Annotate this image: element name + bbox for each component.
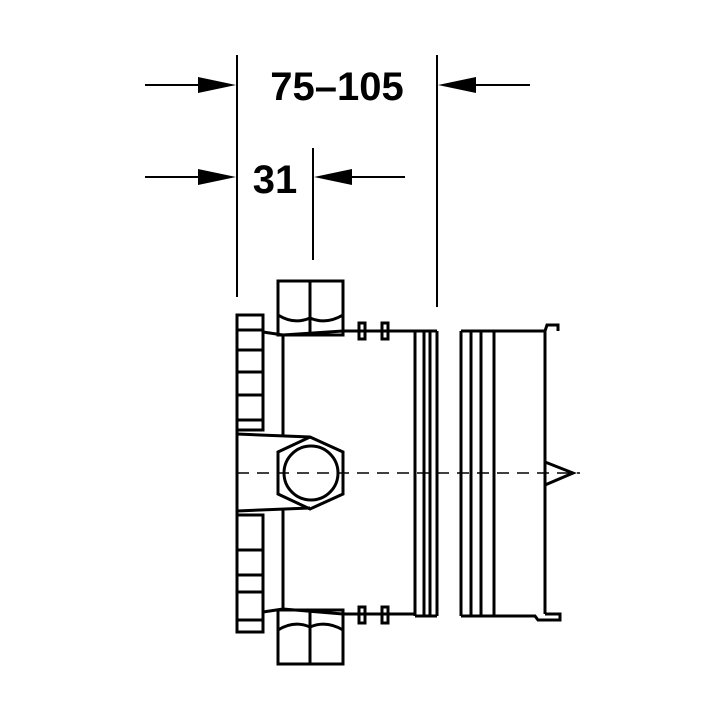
dimension-body: 31	[145, 148, 405, 260]
dimension-label-body: 31	[253, 158, 298, 202]
protective-cover	[459, 323, 577, 622]
hex-outlet	[276, 435, 345, 511]
bottom-nut	[276, 608, 345, 666]
dimension-label-overall: 75–105	[270, 65, 403, 109]
clip	[357, 321, 367, 341]
arrowhead-left	[198, 169, 236, 185]
clip	[357, 605, 367, 625]
extension-ring	[413, 329, 439, 618]
arrowhead-right	[314, 169, 352, 185]
dimension-overall: 75–105	[145, 55, 530, 307]
arrowhead-right	[438, 77, 476, 93]
top-nut	[276, 279, 345, 337]
clip	[380, 321, 390, 341]
valve-body	[235, 279, 415, 666]
clip	[380, 605, 390, 625]
arrowhead-left	[198, 77, 236, 93]
